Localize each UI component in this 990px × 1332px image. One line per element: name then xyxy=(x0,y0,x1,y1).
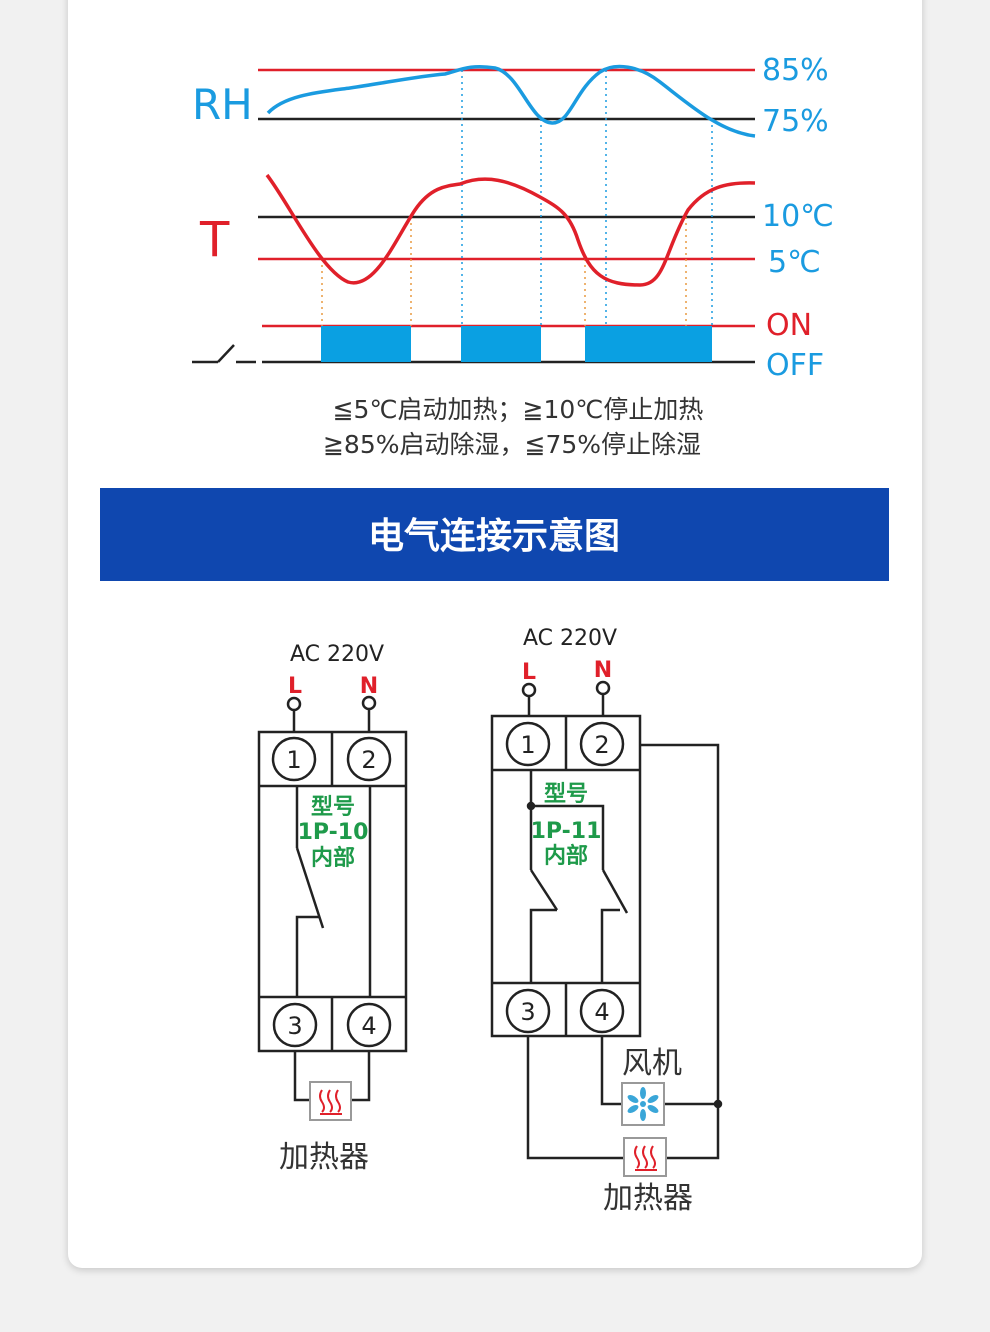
model-label: 型号 xyxy=(311,795,355,820)
supply-label: AC 220V xyxy=(523,626,617,651)
section-banner xyxy=(100,488,889,581)
rh-label: RH xyxy=(192,80,253,129)
t-label: T xyxy=(199,212,230,268)
on-label: ON xyxy=(766,308,812,343)
on-block-2 xyxy=(461,326,541,362)
rh-curve xyxy=(266,64,756,138)
terminal-1: 1 xyxy=(520,731,535,759)
t-guides xyxy=(321,217,687,326)
live-label: L xyxy=(288,674,302,699)
rule-dehumidify: ≧85%启动除湿，≦75%停止除湿 xyxy=(323,430,701,459)
terminal-4: 4 xyxy=(594,998,609,1026)
t-curve xyxy=(265,173,756,287)
model-internal: 内部 xyxy=(311,845,355,871)
timing-chart: RH T 85% 75% 10℃ 5℃ ON OFF xyxy=(192,53,834,459)
supply-label: AC 220V xyxy=(290,642,384,667)
t-10-label: 10℃ xyxy=(762,199,834,234)
live-label: L xyxy=(522,660,536,685)
model-number: 1P-11 xyxy=(531,819,602,844)
neutral-label: N xyxy=(360,674,378,699)
section-title: 电气连接示意图 xyxy=(368,516,620,557)
fan-icon xyxy=(621,1082,665,1126)
wiring-1p11: AC 220V L N 1 2 3 xyxy=(490,626,723,1216)
model-number: 1P-10 xyxy=(298,820,369,845)
off-label: OFF xyxy=(766,348,824,383)
terminal-2: 2 xyxy=(361,746,376,774)
rh-guides xyxy=(461,70,713,326)
content-card xyxy=(68,0,922,1268)
terminal-4: 4 xyxy=(361,1012,376,1040)
neutral-label: N xyxy=(594,658,612,683)
rule-heating: ≦5℃启动加热；≧10℃停止加热 xyxy=(333,395,704,424)
wiring-1p10: AC 220V L N 1 2 3 4 型号 1P-10 内部 加热器 xyxy=(257,642,408,1175)
terminal-2: 2 xyxy=(594,731,609,759)
terminal-3: 3 xyxy=(520,998,535,1026)
heater-icon xyxy=(309,1081,352,1121)
model-label: 型号 xyxy=(544,782,588,807)
rh-85-label: 85% xyxy=(762,53,829,88)
switch-icon xyxy=(192,344,256,364)
on-block-3 xyxy=(585,326,712,362)
heater-label: 加热器 xyxy=(279,1140,369,1175)
heater-icon xyxy=(623,1137,667,1177)
terminal-3: 3 xyxy=(287,1012,302,1040)
on-block-1 xyxy=(321,326,411,362)
fan-label: 风机 xyxy=(622,1046,682,1081)
t-5-label: 5℃ xyxy=(768,245,821,280)
heater-label: 加热器 xyxy=(603,1181,693,1216)
terminals xyxy=(271,736,392,1048)
model-internal: 内部 xyxy=(544,843,588,869)
rh-75-label: 75% xyxy=(762,104,829,139)
terminal-1: 1 xyxy=(286,746,301,774)
